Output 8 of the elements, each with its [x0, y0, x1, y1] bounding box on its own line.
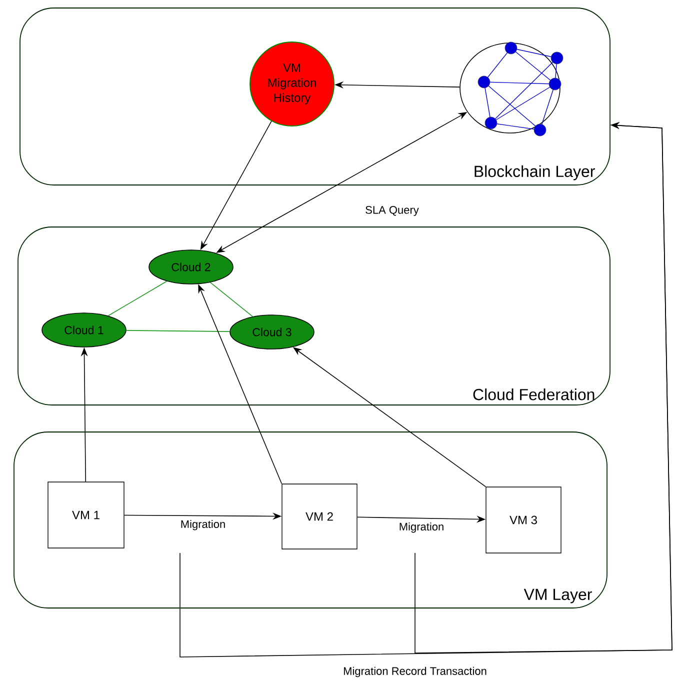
- blockchain-network-drawing: [460, 42, 564, 136]
- edge-label: SLA Query: [364, 205, 420, 217]
- vm-box: VM 1: [48, 482, 124, 548]
- vm-box: VM 2: [282, 484, 358, 550]
- vm-box: VM 3: [486, 486, 562, 554]
- edge-label: Migration: [398, 521, 446, 534]
- edge-label: Migration Record Transaction: [342, 666, 488, 678]
- edge-label: Migration: [179, 518, 227, 532]
